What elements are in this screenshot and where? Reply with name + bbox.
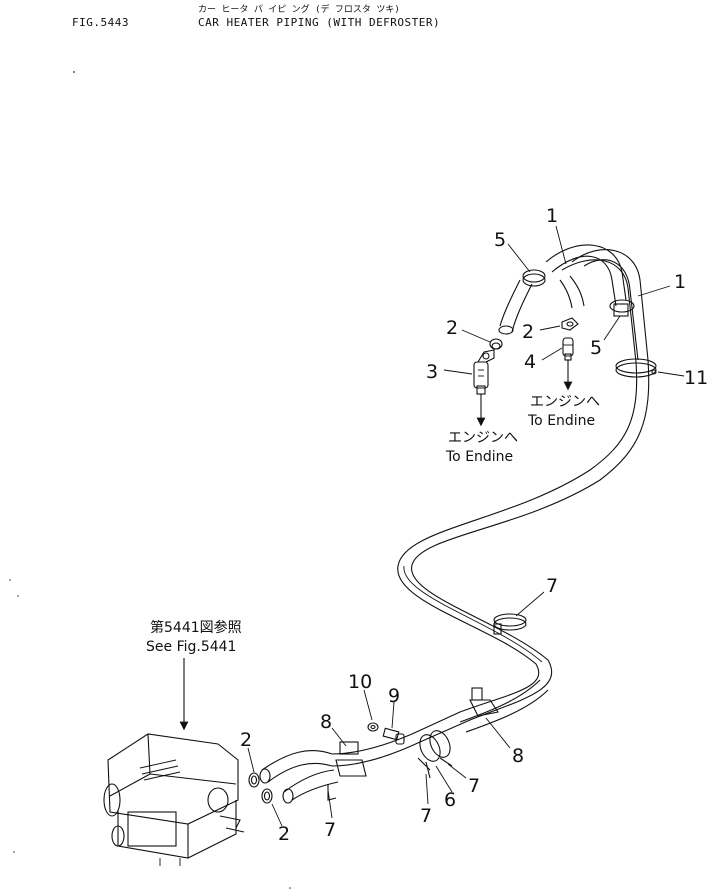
bracket-8-left [335, 741, 367, 777]
heater-hose-long [331, 244, 650, 767]
note-engine-left-en: To Endine [445, 449, 513, 465]
clamp-band-2-upper-right [561, 317, 579, 331]
hose-branch-left [498, 279, 533, 335]
clamp-band-2-upper-left [489, 338, 503, 350]
callout-5-left: 5 [494, 229, 506, 251]
washer-10 [367, 722, 379, 732]
callout-10: 10 [348, 671, 372, 693]
hose-branch-right [559, 275, 585, 309]
callout-6: 6 [444, 789, 456, 811]
callout-2-lower-b: 2 [278, 823, 290, 845]
callout-3: 3 [426, 361, 438, 383]
note-see-fig-en: See Fig.5441 [146, 639, 236, 655]
nipple-4 [562, 337, 574, 361]
callout-11: 11 [684, 367, 708, 389]
callout-9: 9 [388, 685, 400, 707]
callout-2-upper-left: 2 [446, 317, 458, 339]
leader-lines [247, 225, 685, 827]
hose-clamp-7-middle [493, 613, 527, 635]
callout-2-lower-a: 2 [240, 729, 252, 751]
callout-1-top: 1 [546, 205, 558, 227]
callout-7-middle: 7 [546, 575, 558, 597]
bolt-9 [382, 727, 405, 745]
figure-title: CAR HEATER PIPING (WITH DEFROSTER) [198, 16, 441, 29]
note-engine-right-jp: エンジンへ [530, 394, 600, 410]
hose-clamp-11 [615, 358, 657, 378]
hose-clamp-5-right [609, 299, 635, 317]
note-engine-left-jp: エンジンへ [448, 430, 518, 446]
hose-clamp-6 [417, 730, 453, 779]
callout-7-lower-mid: 7 [420, 805, 432, 827]
clamp-band-2-lower-a [248, 772, 260, 788]
callout-5-right: 5 [590, 337, 602, 359]
heater-hose-lower [459, 679, 549, 733]
callout-7-lower-left: 7 [324, 819, 336, 841]
figure-title-japanese: カー ヒータ パ イピ ング (デ フロスタ ツキ) [198, 5, 400, 15]
callout-4: 4 [524, 351, 536, 373]
callout-7-lower-right: 7 [468, 775, 480, 797]
heater-inlet-hoses [259, 750, 339, 804]
valve-3 [473, 349, 495, 395]
note-see-fig-jp: 第5441図参照 [150, 619, 242, 636]
callout-8-left: 8 [320, 711, 332, 733]
figure-number: FIG.5443 [72, 16, 129, 29]
callout-1-right: 1 [674, 271, 686, 293]
note-engine-right-en: To Endine [527, 413, 595, 429]
hose-clamp-5-left [522, 269, 546, 287]
callout-8-right: 8 [512, 745, 524, 767]
callout-2-upper-right: 2 [522, 321, 534, 343]
clamp-band-2-lower-b [261, 788, 273, 804]
scan-speckles [9, 71, 291, 889]
heater-unit [103, 733, 245, 866]
